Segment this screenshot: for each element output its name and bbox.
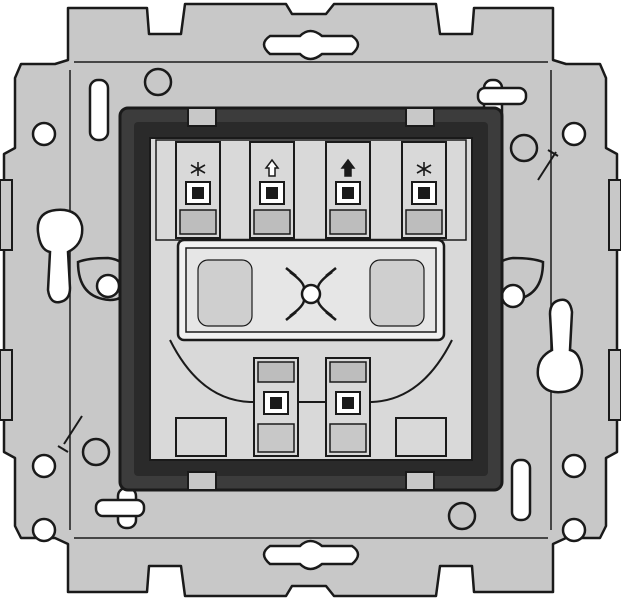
keyhole-slot-top [262,29,360,61]
side-tab-right-upper [608,179,621,251]
bottom-block-right [395,417,447,457]
terminal-bottom-2 [325,357,371,457]
screw-hole-bottom-left [31,453,57,479]
claw-top-right [509,133,539,163]
terminal-bottom-1 [253,357,299,457]
bottom-block-left [175,417,227,457]
terminal-top-1 [175,141,221,239]
frame-notch-top-left [187,107,217,127]
window-slot-right [369,259,425,327]
side-tab-left-lower [0,349,13,421]
side-lug-right-screw [500,283,526,309]
claw-bottom-left [81,437,111,467]
claw-top-left [143,67,173,97]
spring-clip-right-bottom [510,458,532,522]
side-lug-left-screw [95,273,121,299]
side-tab-left-upper [0,179,13,251]
arrow-up-outline-icon [264,158,280,177]
terminal-top-4 [401,141,447,239]
lower-housing-curve [169,339,453,403]
terminal-top-2 [249,141,295,239]
screw-hole-low-left [31,517,57,543]
screw-hole-top-right [561,121,587,147]
screw-hole-bottom-right [561,453,587,479]
frame-notch-bottom-right [405,471,435,491]
frame-notch-top-right [405,107,435,127]
terminal-top-3 [325,141,371,239]
frame-notch-bottom-left [187,471,217,491]
claw-bottom-right [447,501,477,531]
screwdriver-mark-icon [57,149,559,453]
screw-hole-top-left [31,121,57,147]
crossover-switch-icon [285,267,337,321]
keyhole-slot-bottom [262,539,360,571]
window-slot-left [197,259,253,327]
arrow-up-filled-icon [340,158,356,177]
side-tab-right-lower [608,349,621,421]
light-asterisk-icon [190,162,432,176]
spring-bar-bottom-left [94,498,146,518]
spring-bar-top-right [476,86,528,106]
keyhole-slot-left [36,208,84,304]
keyhole-slot-right [536,298,584,394]
screw-hole-low-right [561,517,587,543]
spring-clip-left-top [88,78,110,142]
